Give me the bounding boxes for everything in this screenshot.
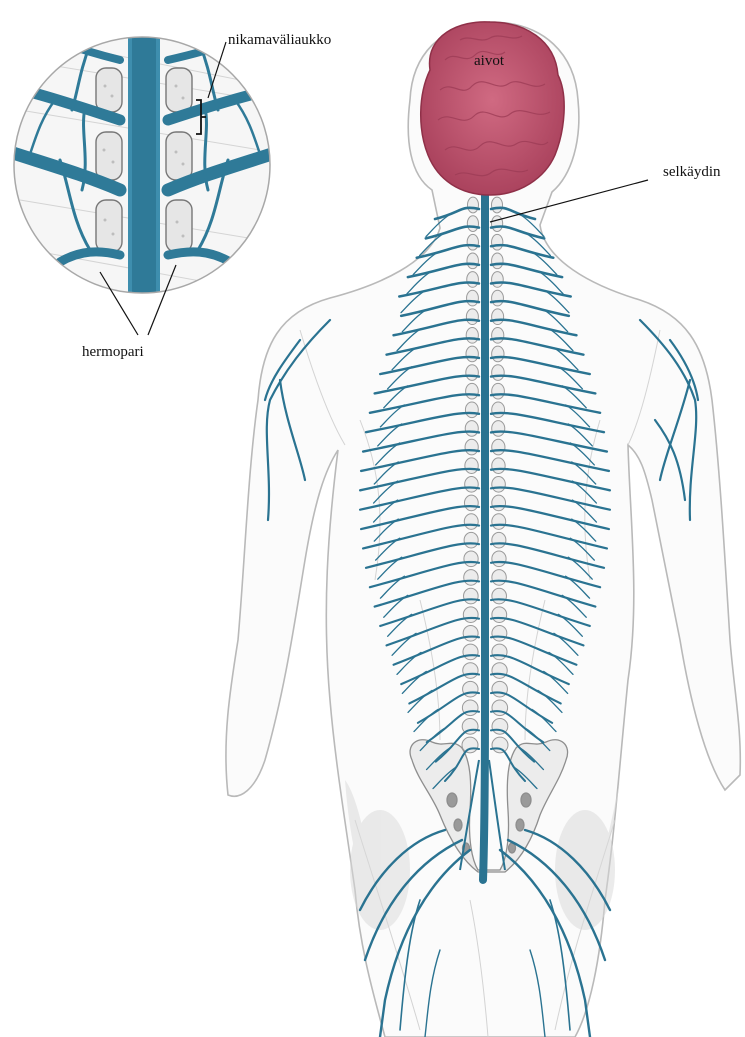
vertebra — [465, 402, 478, 418]
vertebra — [467, 272, 479, 288]
vertebra — [464, 570, 478, 586]
vertebra — [463, 663, 478, 679]
vertebra — [492, 272, 504, 288]
vertebra — [492, 402, 505, 418]
vertebra — [466, 383, 479, 399]
vertebra — [465, 421, 478, 437]
vertebra — [463, 625, 478, 641]
brain — [421, 22, 564, 195]
vertebra — [467, 253, 479, 269]
vertebra — [492, 439, 505, 455]
vertebra — [492, 588, 507, 604]
vertebra — [492, 476, 506, 492]
vertebra — [492, 197, 503, 213]
vertebra — [467, 234, 478, 250]
vertebra — [492, 607, 507, 623]
vertebra — [462, 737, 478, 753]
vertebra — [492, 625, 507, 641]
vertebra — [492, 570, 506, 586]
vertebra — [492, 421, 505, 437]
vertebra — [467, 216, 478, 232]
vertebra — [492, 495, 506, 511]
vertebra — [492, 663, 507, 679]
vertebra — [464, 551, 478, 567]
inset-nerves — [10, 20, 278, 300]
vertebra — [463, 644, 478, 660]
vertebra — [492, 328, 504, 344]
zoom-inset — [10, 20, 278, 300]
vertebra — [466, 328, 478, 344]
vertebra — [492, 346, 504, 362]
vertebra — [465, 476, 479, 492]
vertebra — [492, 290, 504, 306]
label-nerve-pair: hermopari — [82, 344, 144, 360]
label-spinal-cord: selkäydin — [663, 164, 721, 180]
vertebra — [492, 365, 505, 381]
vertebra — [464, 514, 478, 530]
vertebra — [464, 588, 479, 604]
vertebra — [466, 309, 478, 325]
vertebra — [464, 495, 478, 511]
vertebra — [492, 532, 506, 548]
vertebra — [464, 532, 478, 548]
vertebra — [492, 253, 504, 269]
vertebra — [492, 514, 506, 530]
vertebra — [465, 458, 478, 474]
vertebra — [466, 365, 479, 381]
vertebra — [492, 551, 506, 567]
vertebra — [492, 458, 505, 474]
vertebra — [468, 197, 479, 213]
vertebra — [465, 439, 478, 455]
vertebra — [492, 234, 503, 250]
vertebra — [492, 737, 508, 753]
vertebra — [467, 290, 479, 306]
vertebra — [492, 644, 507, 660]
vertebra — [492, 216, 503, 232]
vertebra — [466, 346, 478, 362]
vertebra — [463, 607, 478, 623]
vertebra — [492, 309, 504, 325]
vertebra — [492, 383, 505, 399]
label-brain: aivot — [474, 53, 505, 69]
label-intervertebral-foramen: nikamaväliaukko — [228, 32, 331, 48]
